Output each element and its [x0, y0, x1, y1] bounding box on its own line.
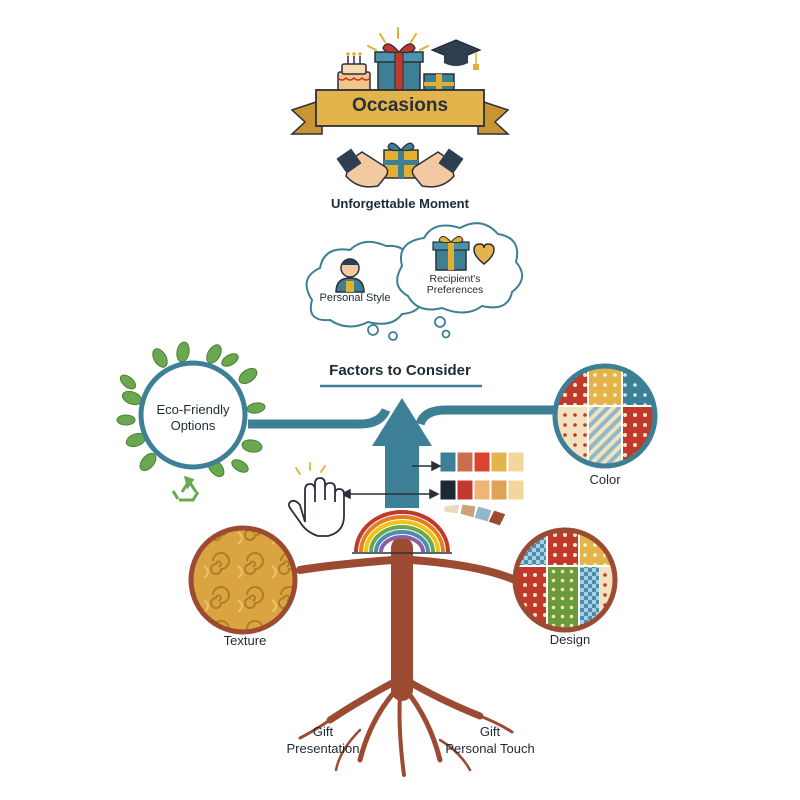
color-node — [552, 363, 658, 469]
recipient-preferences-line1: Recipient's — [429, 273, 481, 285]
occasions-banner — [290, 89, 510, 135]
color-label: Color — [589, 472, 621, 487]
gift-icon — [432, 236, 470, 271]
texture-node — [188, 525, 298, 635]
recipient-preferences-label: Recipient's Preferences — [405, 274, 505, 296]
eco-friendly-label: Eco-Friendly Options — [143, 402, 243, 434]
leaf-icon — [116, 341, 266, 478]
eco-friendly-node — [116, 341, 266, 502]
palette-swatches — [439, 451, 525, 527]
gift-personal-touch-line1: Gift — [479, 724, 501, 739]
occasions-illustration — [290, 27, 510, 188]
thought-clouds — [305, 222, 523, 341]
design-node — [512, 527, 618, 633]
person-icon — [335, 258, 365, 293]
eco-friendly-line2: Options — [170, 418, 216, 433]
occasions-banner-label: Occasions — [351, 95, 449, 116]
small-gift-icon — [423, 73, 455, 95]
gift-presentation-label: Gift Presentation — [268, 723, 378, 757]
tree-trunk-roots — [296, 537, 519, 777]
gift-personal-touch-label: Gift Personal Touch — [430, 723, 550, 757]
heart-icon — [473, 243, 495, 265]
gift-presentation-line1: Gift — [312, 724, 334, 739]
gift-personal-touch-line2: Personal Touch — [445, 741, 535, 756]
double-arrow — [340, 460, 442, 500]
graduation-cap-icon — [430, 39, 482, 70]
hand-touch-icon — [287, 462, 345, 537]
hands-gift-icon — [336, 142, 464, 188]
factors-arrow — [248, 398, 556, 508]
unforgettable-moment-label: Unforgettable Moment — [331, 196, 469, 211]
factors-heading: Factors to Consider — [329, 362, 471, 379]
gift-presentation-line2: Presentation — [286, 741, 360, 756]
design-label: Design — [549, 632, 591, 647]
texture-label: Texture — [223, 633, 267, 648]
sparkle-icon — [367, 27, 429, 51]
gift-icon — [374, 43, 424, 95]
rainbow-icon — [352, 510, 452, 554]
eco-friendly-line1: Eco-Friendly — [156, 402, 230, 417]
cake-icon — [337, 52, 371, 93]
recipient-preferences-line2: Preferences — [426, 284, 484, 296]
personal-style-label: Personal Style — [319, 292, 391, 304]
recycle-icon — [171, 475, 200, 502]
